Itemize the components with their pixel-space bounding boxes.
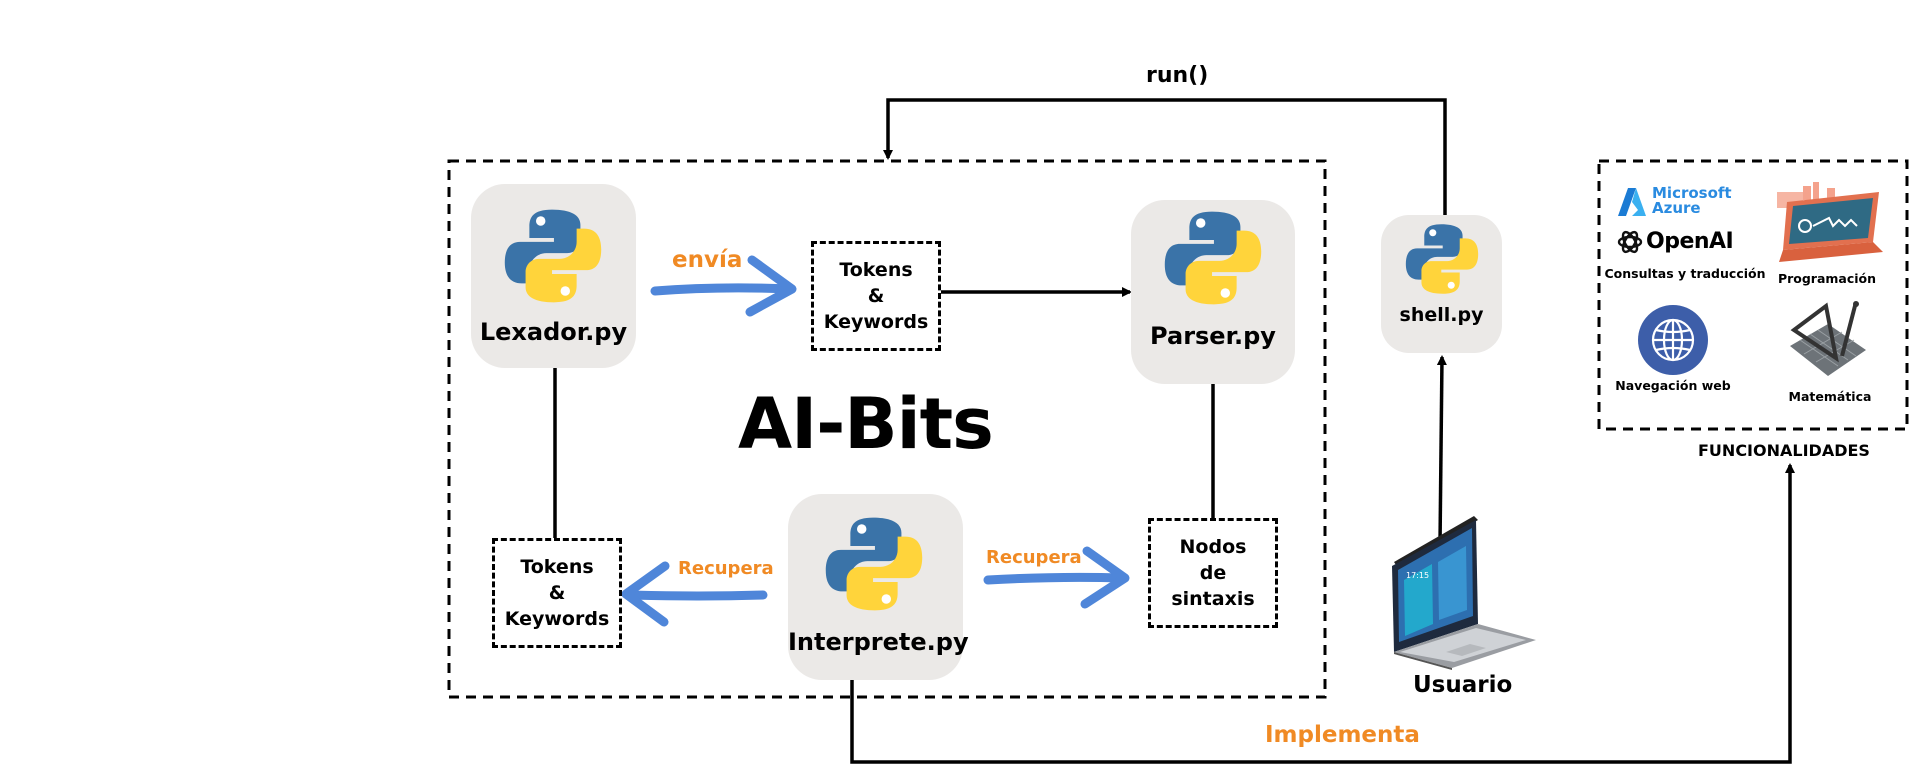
programacion-label: Programación [1777,271,1877,286]
run-label: run() [1146,63,1209,88]
parser-card: Parser.py [1131,200,1295,384]
implementa-label: Implementa [1265,722,1420,748]
math-tools-icon [1790,301,1866,376]
navegacion-label: Navegación web [1615,378,1731,393]
envia-label: envía [672,247,743,273]
run-connector [883,98,1447,215]
interprete-label: Interprete.py [788,628,969,656]
programming-laptop-icon [1777,182,1883,262]
openai-label: OpenAI [1646,229,1734,254]
consultas-label: Consultas y traducción [1604,266,1766,281]
recupera-right-arrow [983,546,1130,609]
implementa-connector [850,463,1795,764]
usuario-to-shell-arrow [1436,355,1447,546]
python-icon [501,204,605,308]
azure-logo-icon [1618,188,1646,216]
funcionalidades-label: FUNCIONALIDADES [1698,441,1870,460]
ai-bits-frame [447,159,1327,699]
lexador-card: Lexador.py [471,184,636,368]
usuario-label: Usuario [1413,672,1513,698]
laptop-time: 17:15 [1406,571,1429,580]
python-icon [822,512,926,616]
tokens-keywords-box-bottom: Tokens & Keywords [492,538,622,648]
openai-logo-icon [1617,230,1643,254]
matematica-label: Matemática [1788,389,1872,404]
interprete-card: Interprete.py [788,494,969,680]
recupera-right-label: Recupera [986,547,1082,568]
diagram-title: AI-Bits [738,383,994,465]
tokens-keywords-box-top: Tokens & Keywords [811,241,941,351]
nodos-sintaxis-box: Nodos de sintaxis [1148,518,1278,628]
shell-label: shell.py [1399,304,1484,326]
laptop-icon: 17:15 [1392,516,1536,670]
shell-card: shell.py [1381,215,1502,353]
azure-label: Microsoft Azure [1652,184,1732,217]
python-icon [1403,220,1481,298]
funcionalidades-frame [1597,159,1909,431]
recupera-left-label: Recupera [678,558,774,579]
python-icon [1161,206,1265,310]
lexador-label: Lexador.py [479,318,628,346]
recupera-left-arrow [621,561,768,627]
globe-icon [1638,305,1708,375]
envia-arrow [650,255,797,317]
parser-label: Parser.py [1150,322,1276,350]
